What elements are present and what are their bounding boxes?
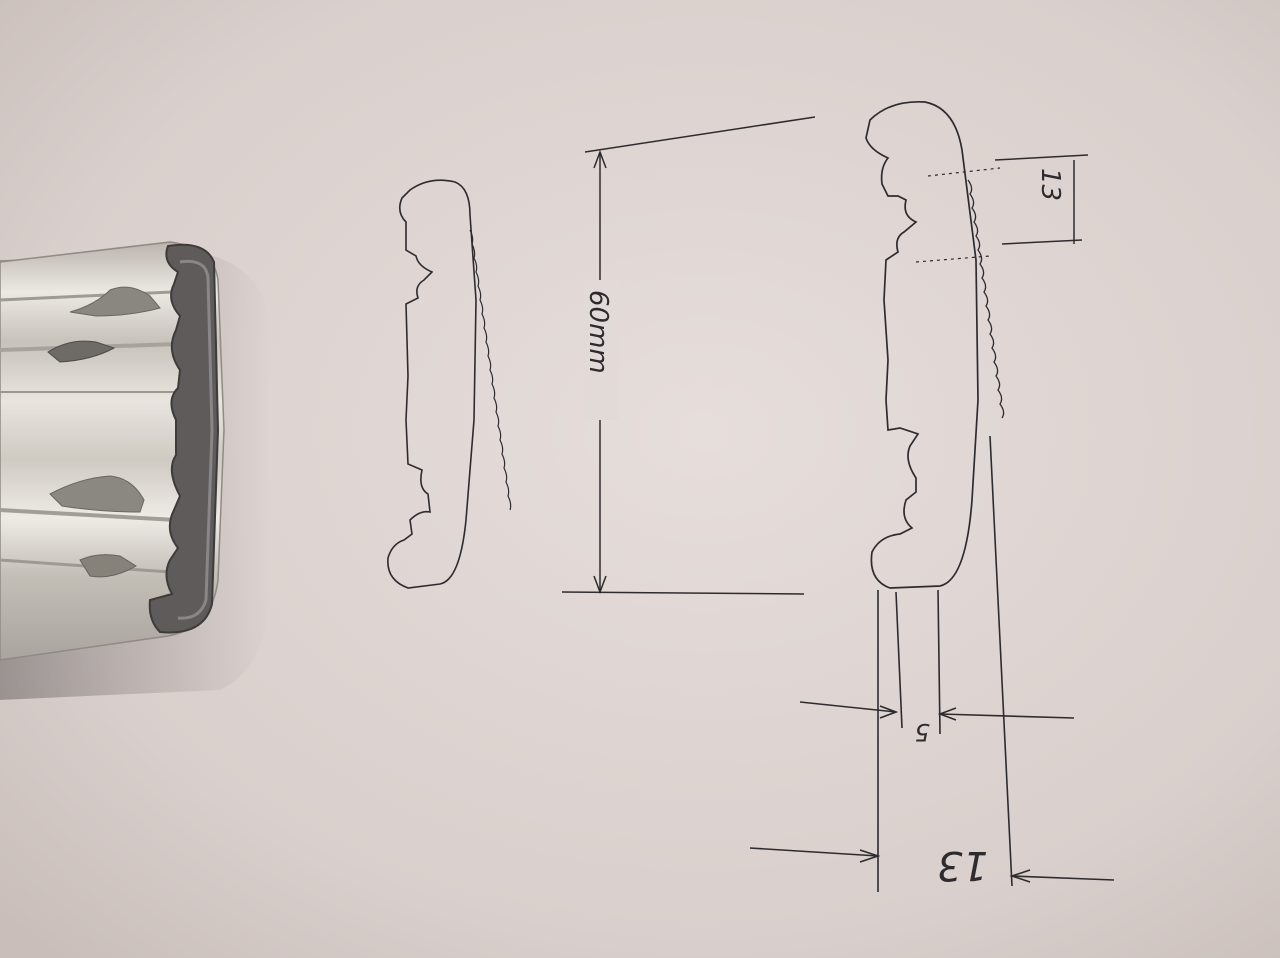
dimension-13-groove-label: 13 bbox=[1035, 168, 1065, 201]
dimension-13-groove bbox=[994, 154, 1089, 245]
sketch-left-profile bbox=[387, 179, 512, 589]
sketch-right-profile bbox=[865, 100, 1005, 589]
aluminium-profile bbox=[0, 241, 225, 661]
dimension-5-slot-label: 5 bbox=[915, 718, 930, 746]
dimension-label-bg bbox=[584, 280, 618, 420]
dimension-bottom-lines bbox=[749, 435, 1115, 892]
dimension-60mm-label: 60mm bbox=[583, 290, 613, 374]
dimension-13-thickness-label: 13 bbox=[937, 842, 988, 888]
